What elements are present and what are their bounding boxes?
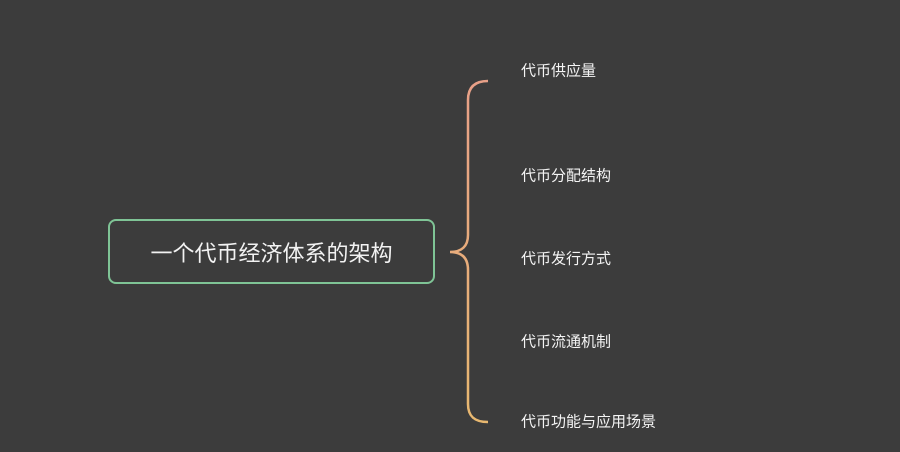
branch-token-supply[interactable]: 代币供应量	[521, 61, 597, 80]
branch-token-distribution[interactable]: 代币分配结构	[521, 166, 612, 185]
branch-token-issuance[interactable]: 代币发行方式	[521, 249, 612, 268]
root-node-label: 一个代币经济体系的架构	[150, 241, 393, 267]
root-node[interactable]: 一个代币经济体系的架构	[108, 219, 435, 284]
branch-token-circulation[interactable]: 代币流通机制	[521, 332, 612, 351]
branch-token-use-cases[interactable]: 代币功能与应用场景	[521, 412, 657, 431]
